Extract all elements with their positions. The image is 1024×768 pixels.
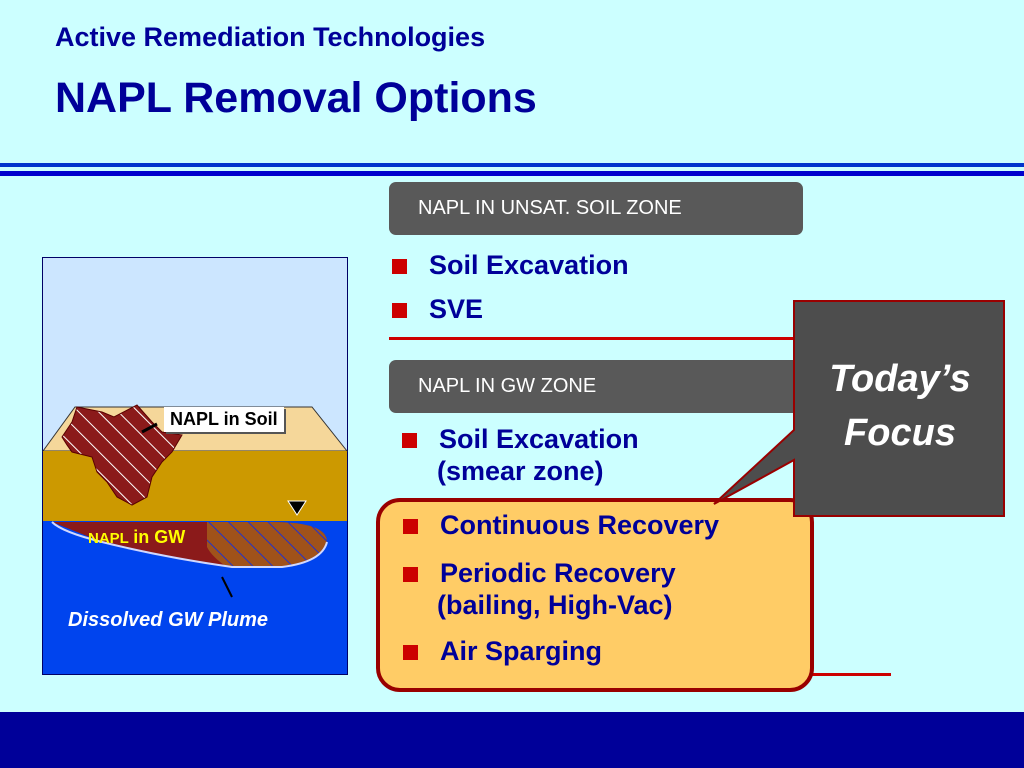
napl-in-gw-label: NAPL in GW [88, 527, 185, 548]
unsat-item-soil-excavation: Soil Excavation [392, 250, 629, 281]
callout-shape [713, 300, 1005, 517]
napl-in-gw-prefix: NAPL [88, 530, 129, 547]
plume-label: Dissolved GW Plume [68, 609, 269, 631]
recovery-item-periodic: Periodic Recovery [403, 558, 676, 589]
recovery-item-label: Continuous Recovery [440, 510, 720, 540]
recovery-item-label: Air Sparging [440, 636, 603, 666]
napl-in-gw-suffix: in GW [133, 527, 186, 547]
napl-in-soil-body [61, 404, 183, 506]
recovery-item-air-sparging: Air Sparging [403, 636, 602, 667]
gw-item-soil-excavation: Soil Excavation [402, 424, 639, 455]
footer-bar [0, 712, 1024, 768]
bullet-square-icon [402, 433, 417, 448]
recovery-options-box [376, 498, 814, 692]
section-divider [389, 337, 804, 340]
soil-layer [43, 451, 347, 521]
bullet-square-icon [403, 645, 418, 660]
header-divider-thick [0, 171, 1024, 176]
unsat-item-label: Soil Excavation [429, 250, 629, 280]
callout-text: Today’s Focus [796, 352, 1004, 460]
bullet-square-icon [392, 303, 407, 318]
recovery-divider [800, 673, 891, 676]
napl-in-gw-hatched [207, 522, 327, 567]
unsat-zone-header: NAPL IN UNSAT. SOIL ZONE [389, 182, 803, 235]
gw-item-soil-excavation-note: (smear zone) [437, 456, 604, 486]
plume-outline [51, 521, 328, 568]
plume-leader [221, 576, 233, 598]
callout-line-2: Focus [844, 412, 956, 454]
napl-soil-leader [141, 422, 158, 434]
gw-zone-header: NAPL IN GW ZONE [389, 360, 803, 413]
recovery-item-continuous: Continuous Recovery [403, 510, 719, 541]
callout-line-1: Today’s [829, 358, 971, 400]
recovery-item-periodic-note: (bailing, High-Vac) [437, 590, 673, 620]
unsat-item-sve: SVE [392, 294, 483, 325]
bullet-square-icon [392, 259, 407, 274]
gw-item-label: Soil Excavation [439, 424, 639, 454]
water-table-marker [287, 500, 307, 516]
slide-title: NAPL Removal Options [55, 74, 537, 122]
header-divider [0, 163, 1024, 167]
napl-in-soil-label: NAPL in Soil [164, 407, 284, 432]
todays-focus-callout [700, 300, 1006, 518]
slide-subtitle: Active Remediation Technologies [55, 22, 486, 52]
bullet-square-icon [403, 567, 418, 582]
unsat-item-label: SVE [429, 294, 484, 324]
recovery-item-label: Periodic Recovery [440, 558, 676, 588]
bullet-square-icon [403, 519, 418, 534]
